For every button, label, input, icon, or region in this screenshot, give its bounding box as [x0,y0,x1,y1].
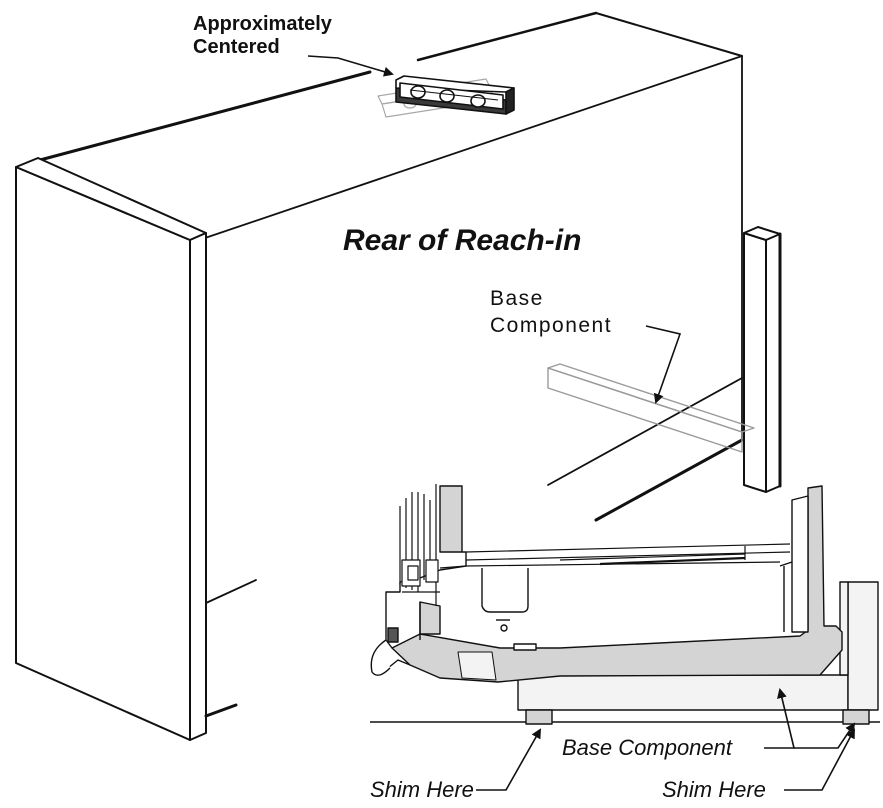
base-box-side [847,581,879,711]
door-seal-curve [370,639,391,676]
foot-left [525,709,553,725]
cabinet-bottom-rear-edge [547,377,743,486]
center-drain [481,568,529,613]
level-tool [377,75,515,118]
cabinet-top-right-edge [595,12,743,57]
label-centered: Centered [193,36,280,58]
front-post-upper [439,485,463,553]
cabinet-top-left-edge [38,70,372,162]
ghost-beam-front [547,367,743,453]
frame-channel-light [457,651,497,681]
leaders [307,55,856,791]
label-base: Base [490,287,544,310]
front-post [419,601,441,635]
ghost-beam-top [547,363,755,433]
leader-shim-right [784,728,855,791]
leader-base-bottom-2 [794,722,856,749]
rear-upright [791,495,809,633]
door-base-line-1 [205,579,257,604]
label-rear-of-reach-in: Rear of Reach-in [343,224,582,257]
leader-base-top [645,325,682,404]
level-solid [395,75,515,115]
base-cutaway [370,484,880,725]
shelf-rails [439,543,791,569]
base-box-top-right [839,581,849,676]
label-approximately: Approximately [193,13,332,35]
door-latch [387,627,399,643]
base-component-ghost [547,363,755,453]
door-front-face [15,166,191,741]
leader-centered [307,55,394,77]
rear-post-front [743,232,767,493]
cabinet-bottom-rear-edge-2 [594,438,744,522]
rear-post-bottom [765,485,781,493]
door-edges [399,484,440,606]
door-side-face [189,232,207,741]
foot-right [842,709,870,725]
label-component: Component [490,314,613,337]
frame-channel [391,485,843,683]
door-base-line-2 [204,703,238,718]
label-shim-here-right: Shim Here [662,777,766,802]
cabinet-top-front-edge [204,55,743,239]
label-base-component: Base Component [562,735,732,760]
leader-shim-left [476,728,541,791]
cabinet-top-back-edge [416,11,598,62]
label-shim-here-left: Shim Here [370,777,474,802]
base-box-front [517,674,849,711]
